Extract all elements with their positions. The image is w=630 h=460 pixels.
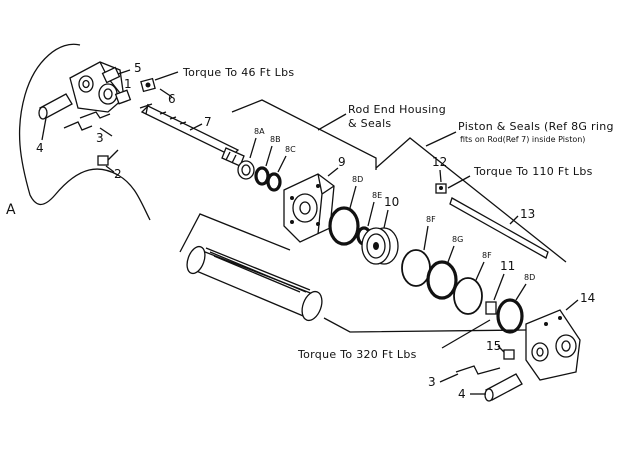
callout-10: 10	[384, 195, 399, 209]
torque-320-note: Torque To 320 Ft Lbs	[297, 348, 417, 361]
piston-note-line1: Piston & Seals (Ref 8G ring	[458, 120, 614, 133]
seal-8g	[426, 260, 458, 300]
leader-8f-first	[423, 225, 429, 251]
seal-8d-right	[496, 298, 524, 334]
callout-2: 2	[114, 167, 122, 181]
rod-end-clevis	[69, 61, 125, 113]
callout-7: 7	[204, 115, 212, 129]
nut-6	[140, 77, 156, 93]
callout-8f-second: 8F	[482, 251, 492, 260]
leader-piston-note	[425, 131, 457, 147]
callout-4-left: 4	[36, 141, 44, 155]
leader-12	[439, 169, 442, 183]
pin-4-left	[38, 93, 73, 120]
callout-5: 5	[134, 61, 142, 75]
rod-end-note-line1: Rod End Housing	[348, 103, 446, 116]
leader-8d-right	[515, 283, 527, 301]
barrel-bracket-right	[323, 317, 527, 333]
seal-8c	[266, 172, 282, 192]
callout-14: 14	[580, 291, 595, 305]
tie-rod-13	[449, 197, 549, 259]
leader-8e	[367, 201, 375, 227]
nut-1	[114, 89, 132, 105]
leader-8g	[447, 245, 455, 263]
piston-note-line2: fits on Rod(Ref 7) inside Piston)	[460, 135, 585, 144]
callout-8g: 8G	[452, 235, 463, 244]
part-2	[97, 155, 109, 166]
leader-15	[497, 345, 505, 353]
callout-8d-right: 8D	[524, 273, 535, 282]
callout-3-left: 3	[96, 131, 104, 145]
leader-8d-left	[349, 185, 357, 209]
base-clevis	[525, 309, 581, 381]
leader-8a	[249, 137, 257, 159]
leader-8b	[265, 145, 273, 167]
callout-8e: 8E	[372, 191, 382, 200]
callout-8d-left: 8D	[352, 175, 363, 184]
torque-110-note: Torque To 110 Ft Lbs	[473, 165, 593, 178]
leader-14	[565, 299, 579, 311]
barrel-bracket-left	[179, 213, 291, 253]
leader-10	[383, 209, 389, 229]
cylinder-barrel	[186, 245, 323, 322]
callout-8f-first: 8F	[426, 215, 436, 224]
seal-8b	[254, 166, 270, 186]
callout-13: 13	[520, 207, 535, 221]
leader-2-up	[107, 149, 119, 161]
callout-1: 1	[124, 77, 132, 91]
callout-a: A	[6, 202, 16, 218]
callout-12: 12	[432, 155, 447, 169]
leader-torque46	[154, 71, 179, 81]
callout-8a: 8A	[254, 127, 265, 136]
cotter-3-left-b	[79, 111, 111, 119]
detail-boundary-curve	[18, 43, 151, 221]
leader-7	[189, 123, 203, 131]
callout-6: 6	[168, 92, 176, 106]
piston-rod-7	[139, 103, 245, 167]
cotter-3-right	[455, 365, 501, 375]
leader-3-right	[439, 373, 459, 383]
leader-11	[493, 273, 505, 301]
torque-46-note: Torque To 46 Ft Lbs	[182, 66, 294, 79]
bracket-piston	[375, 137, 567, 263]
leader-rod-end-note	[317, 113, 347, 131]
seal-8f-first	[401, 249, 431, 287]
leader-2	[105, 165, 115, 173]
leader-torque320	[441, 319, 491, 349]
leader-13	[509, 215, 519, 225]
callout-8c: 8C	[285, 145, 296, 154]
nut-12	[435, 183, 447, 194]
callout-8b: 8B	[270, 135, 281, 144]
pin-4-right	[484, 373, 523, 402]
leader-6	[159, 88, 173, 98]
seal-8d-left	[328, 206, 360, 246]
leader-4-left	[41, 117, 47, 141]
leader-5	[117, 69, 131, 75]
leader-3-left	[99, 127, 113, 137]
seal-8a	[237, 160, 255, 180]
leader-9	[327, 167, 339, 177]
leader-8c	[277, 155, 287, 173]
leader-8f-second	[475, 261, 485, 281]
piston-10	[361, 227, 399, 265]
rod-end-note-line2: & Seals	[348, 117, 391, 130]
cotter-3-left	[63, 121, 93, 131]
seal-8f-second	[453, 277, 483, 315]
rod-end-housing-9	[283, 173, 335, 243]
part-15	[503, 349, 515, 360]
callout-3-right: 3	[428, 375, 436, 389]
callout-15: 15	[486, 339, 501, 353]
nut-11	[485, 301, 497, 315]
callout-4-right: 4	[458, 387, 466, 401]
leader-torque110	[447, 175, 471, 189]
callout-9: 9	[338, 155, 346, 169]
callout-11: 11	[500, 259, 515, 273]
